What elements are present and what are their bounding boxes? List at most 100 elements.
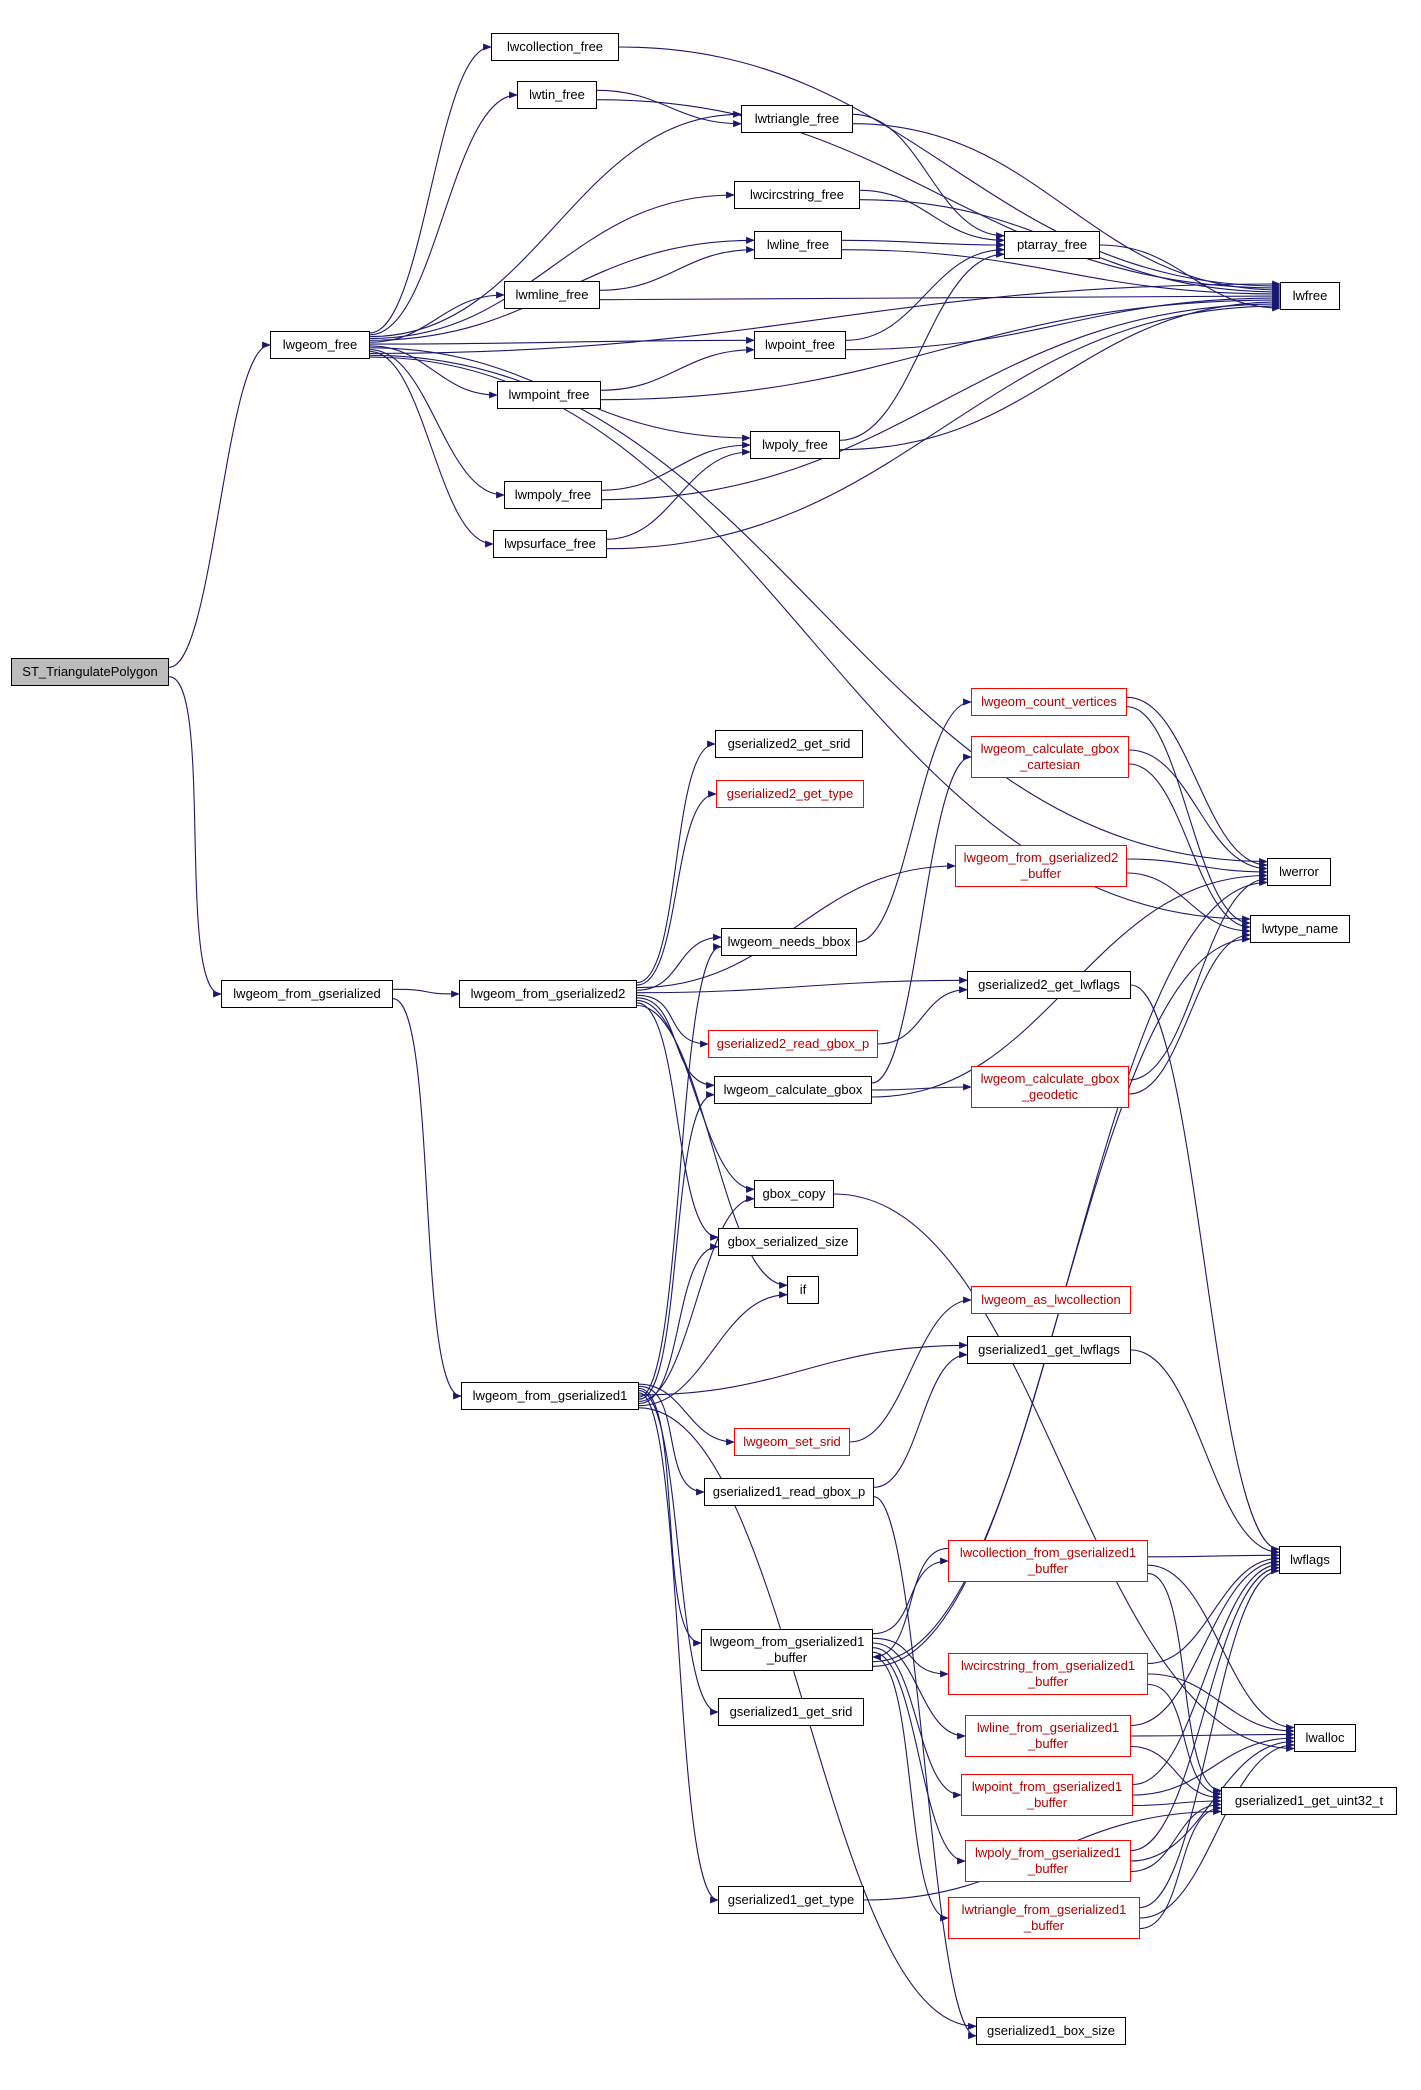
edge-coll_buf--lwflags <box>1147 1551 1280 1559</box>
node-lwfree[interactable]: lwfree <box>1280 282 1340 310</box>
edge-line_buf--lwflags <box>1130 1558 1280 1727</box>
node-ptarray_free[interactable]: ptarray_free <box>1004 231 1100 259</box>
edge-lwgeom_free--lwcircstring_free <box>369 191 735 340</box>
node-lwflags[interactable]: lwflags <box>1279 1546 1341 1574</box>
node-circ_buf[interactable]: lwcircstring_from_gserialized1 _buffer <box>948 1653 1148 1695</box>
edge-g1_buffer--tri_buf <box>872 1656 949 1922</box>
node-lwcollection_free[interactable]: lwcollection_free <box>491 33 619 61</box>
edge-circ_buf--lwflags <box>1147 1554 1280 1665</box>
node-lwgeom_from_gserialized1[interactable]: lwgeom_from_gserialized1 <box>461 1382 639 1410</box>
node-gs2_get_srid[interactable]: gserialized2_get_srid <box>715 730 863 758</box>
node-gbox_serialized_size[interactable]: gbox_serialized_size <box>718 1228 858 1256</box>
edge-lwgeom_from_gserialized2--g2_buffer <box>636 862 956 989</box>
node-gs2_read_gbox_p[interactable]: gserialized2_read_gbox_p <box>708 1030 878 1058</box>
edge-lwgeom_free--lwtin_free <box>369 91 518 336</box>
node-gbox_geodetic[interactable]: lwgeom_calculate_gbox _geodetic <box>971 1066 1129 1108</box>
edge-lwmpoint_free--lwpoint_free <box>600 346 755 391</box>
edge-lwmline_free--lwline_free <box>599 246 755 291</box>
edge-calculate_gbox--gbox_cartesian <box>871 753 972 1084</box>
edge-gbox_copy--lwalloc <box>833 1193 1295 1752</box>
edge-gs2_read_gbox_p--gs2_get_lwflags <box>877 986 968 1045</box>
node-set_srid[interactable]: lwgeom_set_srid <box>734 1428 850 1456</box>
node-gs1_get_srid[interactable]: gserialized1_get_srid <box>718 1698 864 1726</box>
edge-lwgeom_from_gserialized2--needs_bbox <box>636 933 722 991</box>
edge-lwpoint_free--ptarray_free <box>845 246 1005 341</box>
edge-lwgeom_from_gserialized1--calculate_gbox <box>638 1091 715 1400</box>
node-tri_buf[interactable]: lwtriangle_from_gserialized1 _buffer <box>948 1897 1140 1939</box>
edge-lwpsurface_free--lwfree <box>606 302 1281 550</box>
node-g2_buffer[interactable]: lwgeom_from_gserialized2 _buffer <box>955 845 1127 887</box>
node-lwmpoly_free[interactable]: lwmpoly_free <box>504 481 602 509</box>
node-gs1_get_lwflags[interactable]: gserialized1_get_lwflags <box>967 1336 1131 1364</box>
node-lwline_free[interactable]: lwline_free <box>754 231 842 259</box>
edge-lwgeom_from_gserialized2--gs2_get_lwflags <box>636 976 968 994</box>
edge-lwgeom_from_gserialized2--gs2_get_srid <box>636 740 716 984</box>
node-lwtin_free[interactable]: lwtin_free <box>517 81 597 109</box>
edge-lwgeom_free--lwpsurface_free <box>369 350 494 548</box>
node-if_node[interactable]: if <box>787 1276 819 1304</box>
edge-lwpoly_free--lwfree <box>839 298 1281 451</box>
node-lwmpoint_free[interactable]: lwmpoint_free <box>497 381 601 409</box>
edge-lwgeom_from_gserialized2--gbox_serialized_size <box>636 1002 719 1241</box>
edge-lwgeom_from_gserialized1--if_node <box>638 1291 788 1407</box>
edge-g1_buffer--poly_buf <box>872 1651 966 1865</box>
node-gbox_cartesian[interactable]: lwgeom_calculate_gbox _cartesian <box>971 736 1129 778</box>
node-gs1_box_size[interactable]: gserialized1_box_size <box>976 2017 1126 2045</box>
edge-gs1_get_lwflags--lwflags <box>1130 1349 1280 1556</box>
edge-g2_buffer--lwtype_name <box>1126 872 1251 935</box>
node-lwpsurface_free[interactable]: lwpsurface_free <box>493 530 607 558</box>
node-line_buf[interactable]: lwline_from_gserialized1 _buffer <box>965 1715 1131 1757</box>
node-lwerror[interactable]: lwerror <box>1267 858 1331 886</box>
edge-g2_buffer--lwerror <box>1126 858 1268 876</box>
edge-g1_buffer--circ_buf <box>872 1637 949 1678</box>
edge-count_vertices--lwtype_name <box>1126 706 1251 927</box>
node-lwtriangle_free[interactable]: lwtriangle_free <box>741 105 853 133</box>
edge-lwgeom_free--lwmpoly_free <box>369 349 505 499</box>
edge-lwcircstring_free--ptarray_free <box>859 189 1005 244</box>
node-lwmline_free[interactable]: lwmline_free <box>504 281 600 309</box>
edge-count_vertices--lwerror <box>1126 696 1268 869</box>
node-lwgeom_from_gserialized2[interactable]: lwgeom_from_gserialized2 <box>459 980 637 1008</box>
node-lwcircstring_free[interactable]: lwcircstring_free <box>734 181 860 209</box>
node-point_buf[interactable]: lwpoint_from_gserialized1 _buffer <box>961 1774 1133 1816</box>
node-needs_bbox[interactable]: lwgeom_needs_bbox <box>721 928 857 956</box>
node-st_triangulatepolygon: ST_TriangulatePolygon <box>11 658 169 686</box>
edge-tri_buf--lwalloc <box>1139 1741 1295 1919</box>
edge-lwpoly_free--ptarray_free <box>839 250 1005 441</box>
edge-point_buf--lwalloc <box>1132 1734 1295 1796</box>
node-as_lwcollection[interactable]: lwgeom_as_lwcollection <box>971 1286 1131 1314</box>
node-lwpoly_free[interactable]: lwpoly_free <box>750 431 840 459</box>
edge-lwtriangle_free--ptarray_free <box>852 113 1005 240</box>
node-gs1_read_gbox_p[interactable]: gserialized1_read_gbox_p <box>704 1478 874 1506</box>
node-lwgeom_from_gserialized[interactable]: lwgeom_from_gserialized <box>221 980 393 1008</box>
node-gs1_get_type[interactable]: gserialized1_get_type <box>718 1886 864 1914</box>
node-gs2_get_type[interactable]: gserialized2_get_type <box>716 780 864 808</box>
edge-point_buf--lwflags <box>1132 1561 1280 1786</box>
edge-circ_buf--gs1_get_uint32 <box>1147 1683 1222 1798</box>
edge-coll_buf--g1_buffer <box>872 1547 949 1661</box>
node-count_vertices[interactable]: lwgeom_count_vertices <box>971 688 1127 716</box>
node-gs1_get_uint32[interactable]: gserialized1_get_uint32_t <box>1221 1787 1397 1815</box>
edge-lwgeom_free--lwcollection_free <box>369 43 492 334</box>
node-gs2_get_lwflags[interactable]: gserialized2_get_lwflags <box>967 971 1131 999</box>
edge-circ_buf--lwalloc <box>1147 1673 1295 1735</box>
node-lwtype_name[interactable]: lwtype_name <box>1250 915 1350 943</box>
edge-lwtriangle_free--lwfree <box>852 123 1281 294</box>
node-coll_buf[interactable]: lwcollection_from_gserialized1 _buffer <box>948 1540 1148 1582</box>
node-lwpoint_free[interactable]: lwpoint_free <box>754 331 846 359</box>
node-g1_buffer[interactable]: lwgeom_from_gserialized1 _buffer <box>701 1629 873 1671</box>
node-lwalloc[interactable]: lwalloc <box>1294 1724 1356 1752</box>
node-gbox_copy[interactable]: gbox_copy <box>754 1180 834 1208</box>
edge-lwmpoint_free--lwfree <box>600 296 1281 401</box>
edge-lwgeom_from_gserialized1--gs1_get_lwflags <box>638 1341 968 1396</box>
edge-gs1_read_gbox_p--gs1_box_size <box>873 1496 977 2040</box>
edge-lwmline_free--lwfree <box>599 292 1281 301</box>
node-poly_buf[interactable]: lwpoly_from_gserialized1 _buffer <box>965 1840 1131 1882</box>
node-calculate_gbox[interactable]: lwgeom_calculate_gbox <box>714 1076 872 1104</box>
edge-st_triangulatepolygon--lwgeom_free <box>168 341 271 668</box>
edge-gbox_cartesian--lwerror <box>1128 749 1268 873</box>
edge-g1_buffer--point_buf <box>872 1647 962 1799</box>
node-lwgeom_free[interactable]: lwgeom_free <box>270 331 370 359</box>
edge-lwmpoly_free--lwfree <box>601 300 1281 501</box>
